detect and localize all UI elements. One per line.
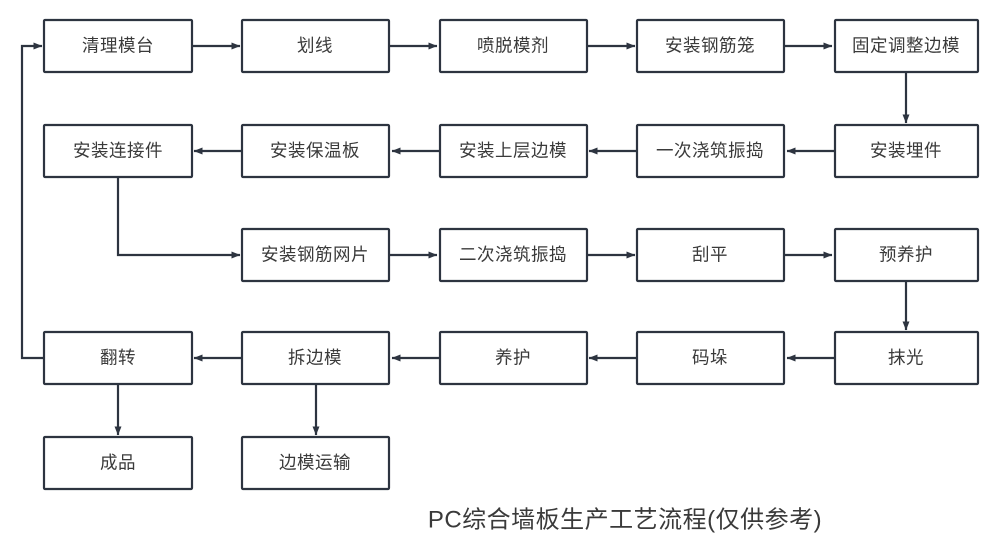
node-box[interactable] bbox=[42, 123, 194, 179]
node-label: 养护 bbox=[495, 348, 531, 368]
node-moguang[interactable]: 抹光 bbox=[833, 330, 980, 386]
node-huaxian[interactable]: 划线 bbox=[240, 18, 391, 74]
edge-layer bbox=[20, 42, 910, 436]
node-label: 边模运输 bbox=[279, 453, 351, 473]
node-label: 成品 bbox=[100, 453, 136, 473]
node-guaping[interactable]: 刮平 bbox=[635, 227, 786, 283]
node-anzhuanggangjinwangpian[interactable]: 安装钢筋网片 bbox=[240, 227, 391, 283]
node-anzhuangmaijian[interactable]: 安装埋件 bbox=[833, 123, 980, 179]
node-anzhuanggangjinlong[interactable]: 安装钢筋笼 bbox=[635, 18, 786, 74]
node-label: 固定调整边模 bbox=[852, 36, 960, 56]
edge-n10-n11 bbox=[116, 177, 241, 259]
diagram-caption: PC综合墙板生产工艺流程(仅供参考) bbox=[428, 506, 822, 533]
node-label: 抹光 bbox=[888, 348, 924, 368]
node-box[interactable] bbox=[635, 330, 786, 386]
node-label: 安装钢筋网片 bbox=[261, 245, 369, 265]
node-label: 安装上层边模 bbox=[459, 141, 567, 161]
node-pentuomoji[interactable]: 喷脱模剂 bbox=[438, 18, 589, 74]
node-box[interactable] bbox=[438, 18, 589, 74]
node-box[interactable] bbox=[42, 330, 194, 386]
node-anzhuangshangcengbianmo[interactable]: 安装上层边模 bbox=[438, 123, 589, 179]
node-box[interactable] bbox=[240, 435, 391, 491]
node-box[interactable] bbox=[635, 18, 786, 74]
node-box[interactable] bbox=[240, 123, 391, 179]
node-label: 安装埋件 bbox=[870, 141, 942, 161]
node-label: 一次浇筑振捣 bbox=[656, 141, 764, 161]
node-box[interactable] bbox=[833, 330, 980, 386]
node-gudingtiaozhengbianmo[interactable]: 固定调整边模 bbox=[833, 18, 980, 74]
node-label: 安装保温板 bbox=[270, 141, 360, 161]
node-qinglimotai[interactable]: 清理模台 bbox=[42, 18, 194, 74]
node-label: 码垛 bbox=[692, 348, 728, 368]
node-box[interactable] bbox=[635, 227, 786, 283]
node-box[interactable] bbox=[42, 435, 194, 491]
node-box[interactable] bbox=[42, 18, 194, 74]
node-label: 安装连接件 bbox=[73, 141, 163, 161]
node-chaibianmo[interactable]: 拆边模 bbox=[240, 330, 391, 386]
node-box[interactable] bbox=[240, 18, 391, 74]
node-box[interactable] bbox=[438, 227, 589, 283]
node-anzhuangbaowenban[interactable]: 安装保温板 bbox=[240, 123, 391, 179]
node-chengpin[interactable]: 成品 bbox=[42, 435, 194, 491]
node-yanghu[interactable]: 养护 bbox=[438, 330, 589, 386]
node-label: 安装钢筋笼 bbox=[665, 36, 755, 56]
node-box[interactable] bbox=[635, 123, 786, 179]
node-bianmoyunshu[interactable]: 边模运输 bbox=[240, 435, 391, 491]
node-label: 刮平 bbox=[692, 245, 728, 265]
node-box[interactable] bbox=[438, 330, 589, 386]
node-label: 喷脱模剂 bbox=[477, 36, 549, 56]
node-anzhuanglianjiejian[interactable]: 安装连接件 bbox=[42, 123, 194, 179]
node-label: 预养护 bbox=[879, 245, 933, 265]
node-ercijiaozhuzhendao[interactable]: 二次浇筑振捣 bbox=[438, 227, 589, 283]
node-maduo[interactable]: 码垛 bbox=[635, 330, 786, 386]
node-box[interactable] bbox=[833, 123, 980, 179]
node-layer: 清理模台 划线 喷脱模剂 安装钢筋笼 固定调整边模 安装埋件 bbox=[42, 18, 980, 491]
node-fanzhuan[interactable]: 翻转 bbox=[42, 330, 194, 386]
node-box[interactable] bbox=[438, 123, 589, 179]
node-box[interactable] bbox=[240, 330, 391, 386]
node-label: 翻转 bbox=[100, 348, 136, 368]
node-label: 划线 bbox=[297, 36, 333, 56]
node-yicijiaozhuzhendao[interactable]: 一次浇筑振捣 bbox=[635, 123, 786, 179]
node-box[interactable] bbox=[240, 227, 391, 283]
node-label: 清理模台 bbox=[82, 36, 154, 56]
node-yuyanghu[interactable]: 预养护 bbox=[833, 227, 980, 283]
node-box[interactable] bbox=[833, 227, 980, 283]
node-box[interactable] bbox=[833, 18, 980, 74]
node-label: 二次浇筑振捣 bbox=[459, 245, 567, 265]
edge-n19-n1-feedback bbox=[20, 42, 44, 360]
node-label: 拆边模 bbox=[288, 348, 342, 368]
